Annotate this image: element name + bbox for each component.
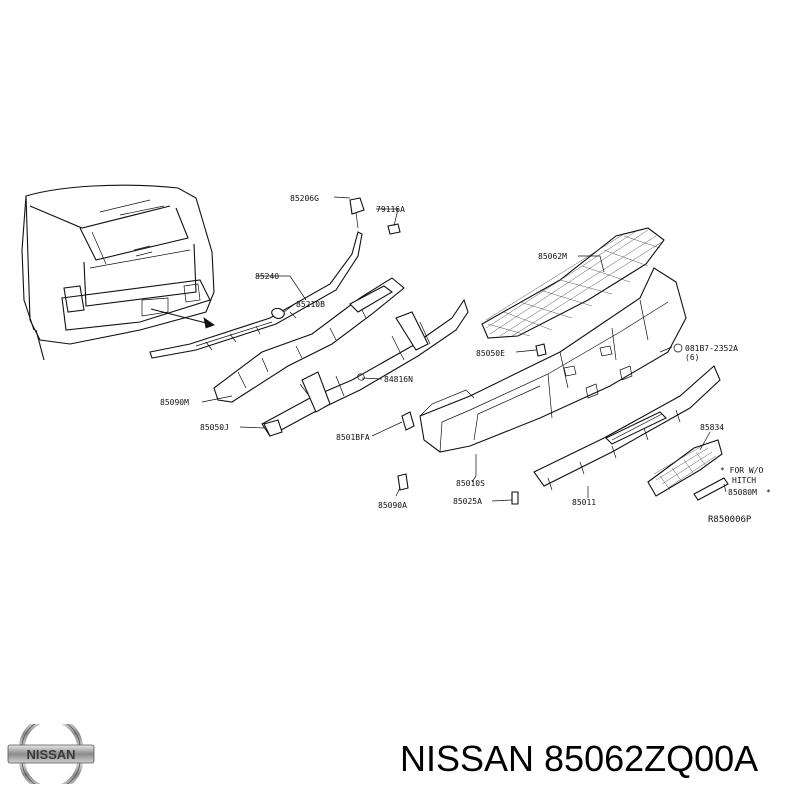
callout-85062M: 85062M bbox=[538, 252, 567, 261]
callout-85011: 85011 bbox=[572, 498, 596, 507]
logo-wordmark: NISSAN bbox=[26, 747, 75, 762]
callout-85240: 85240 bbox=[255, 272, 279, 281]
callout-labels: 85206G 79116A 85240 85210B 85062M 85050E… bbox=[160, 194, 771, 525]
callout-85050J: 85050J bbox=[200, 423, 229, 432]
vehicle-rear-illustration bbox=[21, 184, 215, 361]
callout-8501BFA: 8501BFA bbox=[336, 433, 370, 442]
callout-85080M: 85080M bbox=[728, 488, 757, 497]
callout-circle-marker bbox=[673, 343, 683, 353]
nissan-logo: NISSAN bbox=[7, 724, 95, 784]
note-for-wo-hitch-line2: HITCH bbox=[732, 476, 756, 485]
callout-84816N: 84816N bbox=[384, 375, 413, 384]
bumper-fascia-85010S bbox=[419, 267, 687, 453]
part-number-title: NISSAN 85062ZQ00A bbox=[400, 738, 759, 779]
step-pad-85062M bbox=[481, 227, 665, 339]
callout-85210B: 85210B bbox=[296, 300, 325, 309]
callout-85090M: 85090M bbox=[160, 398, 189, 407]
callout-79116A: 79116A bbox=[376, 205, 405, 214]
callout-85010S: 85010S bbox=[456, 479, 485, 488]
callout-85834: 85834 bbox=[700, 423, 724, 432]
upper-bracket-85240 bbox=[149, 197, 401, 359]
leader-lines bbox=[201, 196, 727, 502]
note-for-wo-hitch-line1: * FOR W/O bbox=[720, 466, 764, 475]
diagram-code: R850006P bbox=[708, 515, 752, 525]
callout-081B7-2352A: 081B7-2352A bbox=[685, 344, 738, 353]
reinforcement-85050J bbox=[261, 298, 469, 437]
callout-081B7-qty: (6) bbox=[685, 353, 699, 362]
callout-85050E: 85050E bbox=[476, 349, 505, 358]
callout-85206G: 85206G bbox=[290, 194, 319, 203]
callout-85025A: 85025A bbox=[453, 497, 482, 506]
bumper-stay-85090M bbox=[213, 277, 405, 403]
hitch-cover-85834 bbox=[647, 439, 729, 501]
callout-85080M-star: * bbox=[766, 488, 771, 497]
callout-85090A: 85090A bbox=[378, 501, 407, 510]
fasteners bbox=[397, 343, 547, 505]
lower-step-85011 bbox=[533, 365, 721, 491]
